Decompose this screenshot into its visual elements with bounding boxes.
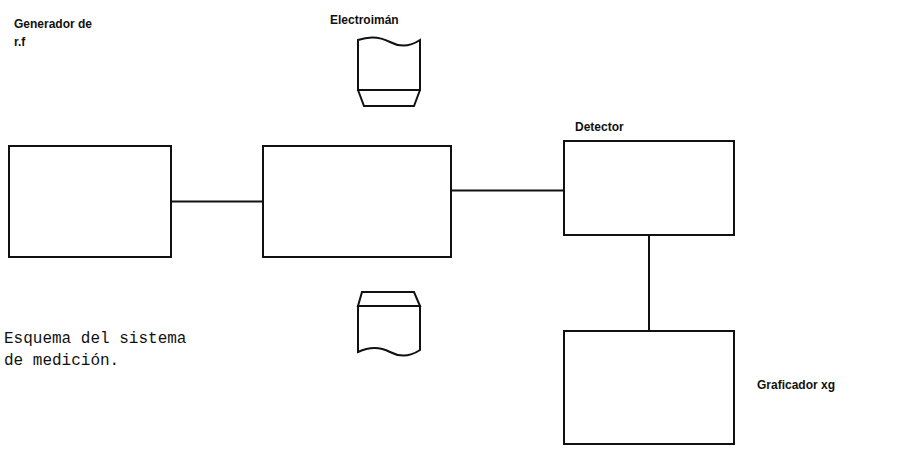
caption: Esquema del sistema de medición. xyxy=(4,328,204,373)
block-label: Generador de r.f xyxy=(14,15,94,51)
connector-line xyxy=(648,236,650,330)
block-label: Graficador xg xyxy=(757,376,835,394)
block-box: Generador de r.f xyxy=(8,145,172,258)
upper-pole xyxy=(358,37,420,90)
block-box: Graficador xg xyxy=(563,330,735,445)
connector xyxy=(452,190,563,191)
lower-pole-face xyxy=(358,292,420,306)
connector xyxy=(172,201,262,202)
connector-line xyxy=(172,201,262,203)
connector xyxy=(649,236,650,330)
block-box: Detector xyxy=(563,140,735,236)
upper-pole-face xyxy=(358,90,420,106)
block-label: Electroimán xyxy=(330,11,399,29)
connector-line xyxy=(452,190,563,192)
block-label: Detector xyxy=(575,118,624,136)
block-box: Electroimán xyxy=(262,145,452,258)
lower-pole xyxy=(358,306,420,356)
